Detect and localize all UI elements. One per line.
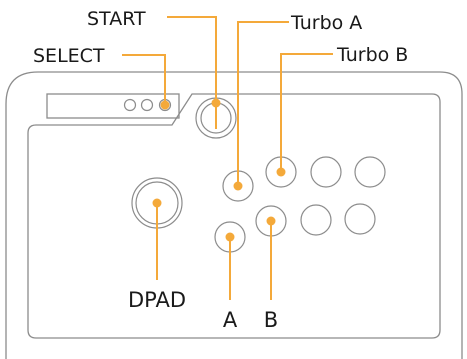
face-button-bottom-4[interactable] [344, 203, 376, 235]
turbo-b-label: Turbo B [336, 44, 408, 66]
option-button-2[interactable] [140, 98, 154, 112]
a-label: A [223, 308, 238, 332]
turbo-b-callout-line [280, 53, 333, 172]
dpad-label: DPAD [128, 288, 186, 312]
callout-dots [152, 98, 286, 242]
turbo-a-callout-dot [233, 181, 243, 191]
controller-inner-panel [27, 93, 441, 339]
select-callout-line [122, 54, 166, 105]
select-callout-dot [160, 100, 170, 110]
a-callout-dot [225, 232, 235, 242]
b-label: B [264, 308, 278, 332]
option-button-1[interactable] [123, 98, 137, 112]
option-button-panel [46, 93, 180, 119]
turbo-a-callout-line [237, 21, 289, 186]
dpad-callout-dot [152, 198, 162, 208]
face-button-top-4[interactable] [354, 156, 386, 188]
controller-outer-body [5, 71, 463, 359]
start-callout-line [167, 16, 217, 129]
callout-lines [122, 16, 333, 300]
start-label: START [87, 8, 146, 30]
turbo-b-callout-dot [276, 167, 286, 177]
face-button-bottom-3[interactable] [300, 204, 332, 236]
turbo-a-label: Turbo A [290, 12, 362, 34]
b-callout-dot [266, 216, 276, 226]
start-callout-dot [211, 98, 221, 108]
select-label: SELECT [33, 45, 105, 67]
face-button-top-3[interactable] [310, 156, 342, 188]
